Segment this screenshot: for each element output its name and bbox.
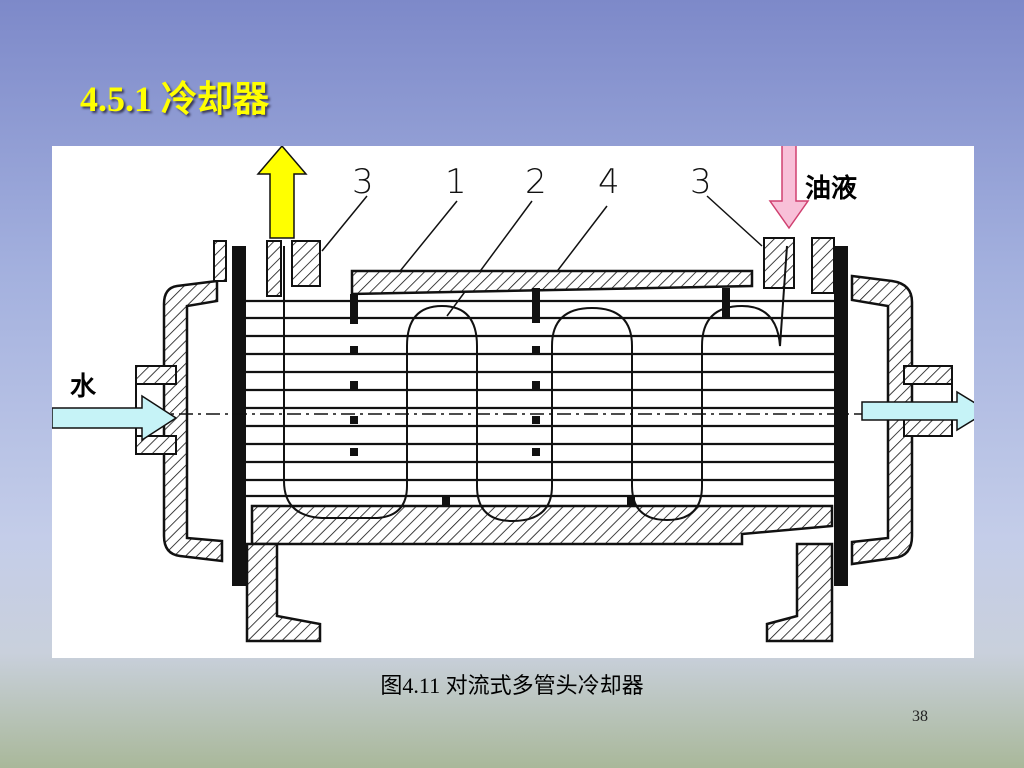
water-out-arrow [861, 390, 974, 432]
left-tube-sheet [232, 246, 246, 586]
leader-lines [321, 195, 763, 317]
right-nozzle [903, 365, 953, 385]
right-tube-sheet [834, 246, 848, 586]
oil-label: 油液 [805, 174, 858, 204]
right-support-leg [765, 542, 834, 643]
water-label: 水 [70, 372, 97, 402]
left-nozzle [135, 365, 177, 385]
tube-bundle [246, 299, 834, 498]
left-support-leg [245, 542, 322, 643]
figure-caption: 图4.11 对流式多管头冷却器 [380, 673, 644, 698]
part-label-1: 1 [445, 162, 467, 202]
part-label-2: 2 [525, 162, 547, 202]
cooler-diagram: 3 1 2 4 3 油液 水 [52, 146, 974, 658]
water-in-arrow [52, 394, 178, 442]
shell-top [350, 269, 754, 296]
oil-in-arrow [768, 146, 810, 230]
left-end-cap [162, 279, 224, 563]
oil-inlet-port [763, 237, 795, 289]
page-number: 38 [912, 708, 928, 725]
part-label-3-right: 3 [690, 162, 712, 202]
right-end-cap [850, 274, 914, 566]
oil-flow-path [283, 245, 788, 523]
slide-title: 4.5.1 冷却器 [80, 79, 270, 119]
cooler-drawing [52, 146, 974, 643]
oil-out-arrow [256, 146, 308, 239]
part-label-4: 4 [598, 162, 620, 202]
baffles [350, 288, 730, 506]
part-label-3-left: 3 [352, 162, 374, 202]
oil-outlet-port [213, 240, 227, 282]
